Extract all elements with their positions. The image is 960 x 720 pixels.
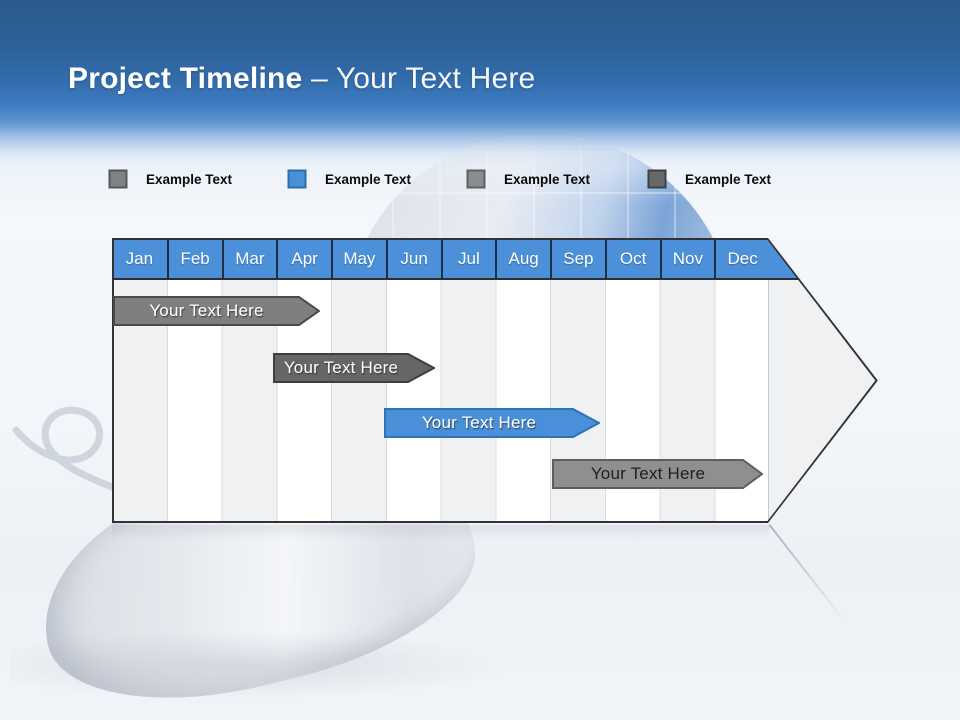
month-cell-jun: Jun	[385, 238, 441, 280]
month-header-row: Jan Feb Mar Apr May Jun Jul Aug Sep Oct …	[112, 238, 878, 280]
task-bar-label: Your Text Here	[283, 358, 399, 377]
mouse-shadow	[10, 630, 510, 700]
page-title: Project Timeline – Your Text Here	[68, 60, 535, 98]
legend-item: Example Text	[108, 169, 232, 189]
month-cell-sep: Sep	[550, 238, 605, 280]
month-cell-aug: Aug	[495, 238, 550, 280]
legend-item: Example Text	[647, 169, 771, 189]
legend-label: Example Text	[685, 171, 772, 187]
grid-line	[768, 280, 769, 523]
month-cell-oct: Oct	[604, 238, 660, 280]
month-cell-apr: Apr	[276, 238, 331, 280]
legend-item: Example Text	[287, 169, 411, 189]
computer-mouse-image	[0, 380, 520, 720]
month-cell-jul: Jul	[440, 238, 496, 280]
title-placeholder: – Your Text Here	[310, 62, 536, 95]
arrow-tip-reflection	[768, 524, 847, 624]
header-bottom-border	[112, 278, 878, 280]
task-bar[interactable]: Your Text Here	[384, 408, 600, 438]
task-bar-label: Your Text Here	[421, 413, 537, 432]
legend-swatch-icon	[287, 169, 307, 189]
legend-label: Example Text	[146, 171, 233, 187]
month-cell-mar: Mar	[221, 238, 277, 280]
legend-item: Example Text	[466, 169, 590, 189]
month-cell-feb: Feb	[166, 238, 222, 280]
legend-label: Example Text	[504, 171, 591, 187]
title-main: Project Timeline	[68, 62, 303, 95]
mouse-cable-graphic	[12, 406, 154, 506]
month-cell-jan: Jan	[125, 249, 154, 268]
legend-swatch-icon	[647, 169, 667, 189]
task-bar[interactable]: Your Text Here	[273, 353, 435, 383]
task-bar-label: Your Text Here	[149, 301, 264, 320]
task-bar[interactable]: Your Text Here	[113, 296, 320, 326]
timeline-table: Jan Feb Mar Apr May Jun Jul Aug Sep Oct …	[112, 238, 878, 523]
month-cell-may: May	[331, 238, 386, 280]
task-bar[interactable]: Your Text Here	[552, 459, 763, 489]
legend-swatch-icon	[108, 169, 128, 189]
table-reflection-shade	[112, 525, 769, 541]
month-cell-nov: Nov	[659, 238, 715, 280]
month-cell-dec: Dec	[714, 238, 769, 280]
legend-swatch-icon	[466, 169, 486, 189]
legend-label: Example Text	[325, 171, 412, 187]
task-bar-label: Your Text Here	[590, 464, 706, 483]
